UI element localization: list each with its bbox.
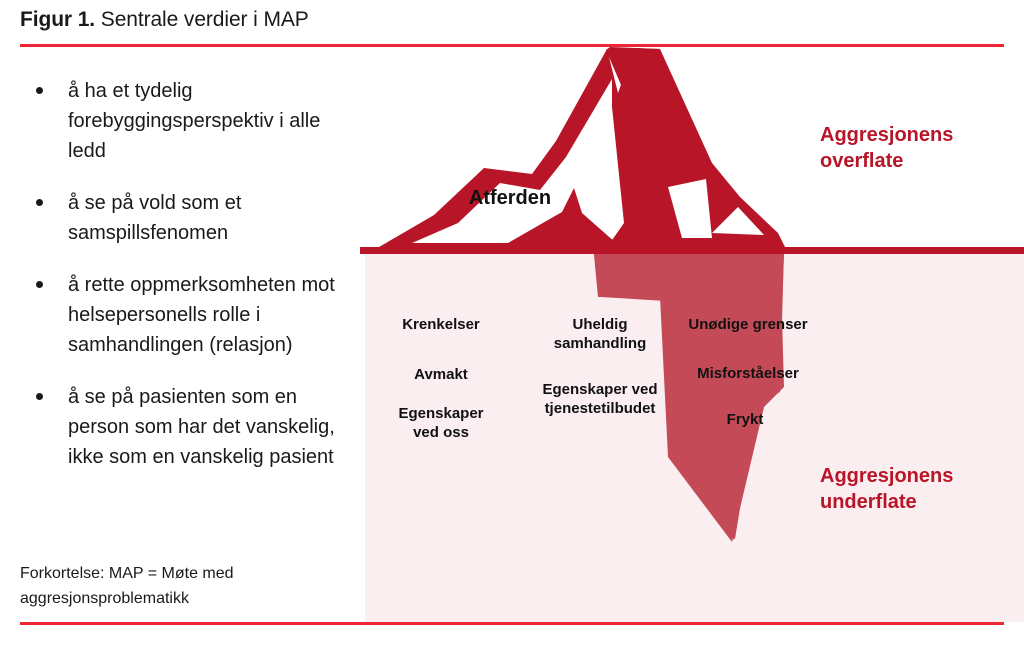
label-frykt: Frykt <box>726 411 764 428</box>
iceberg-graphic <box>379 47 785 542</box>
iceberg-tip-interior-right <box>712 207 764 235</box>
list-item-label: å rette oppmerksomheten mot helsepersone… <box>68 274 335 356</box>
label-uheldig-samhandling: Uheldig samhandling <box>553 316 647 352</box>
iceberg-underwater-final <box>448 173 784 540</box>
bullet-icon <box>36 281 43 288</box>
divider-top <box>20 44 1004 47</box>
iceberg-tip-interior-notch <box>668 179 712 238</box>
label-avmakt: Avmakt <box>414 366 468 383</box>
label-aggresjonens-underflate: Aggresjonens underflate <box>820 465 954 513</box>
figure-caption: Sentrale verdier i MAP <box>95 8 309 31</box>
bullet-icon <box>36 199 43 206</box>
label-egenskaper-ved-tjenestetilbudet: Egenskaper ved tjenestetilbudet <box>542 381 658 417</box>
list-item-label: å se på pasienten som en person som har … <box>68 386 335 468</box>
label-unodige-grenser: Unødige grenser <box>688 316 808 333</box>
list-item-label: å se på vold som et samspillsfenomen <box>68 192 242 244</box>
label-egenskaper-ved-oss: Egenskaper ved oss <box>398 405 484 441</box>
bullet-icon <box>36 393 43 400</box>
values-list: å ha et tydelig forebyggingsperspektiv i… <box>20 76 350 494</box>
footnote: Forkortelse: MAP = Møte med aggresjonspr… <box>20 565 234 607</box>
list-item: å se på pasienten som en person som har … <box>20 382 350 472</box>
list-item-label: å ha et tydelig forebyggingsperspektiv i… <box>68 80 321 162</box>
label-atferden: Atferden <box>468 187 552 209</box>
figure-number: Figur 1. <box>20 8 96 31</box>
iceberg-diagram <box>360 47 1024 622</box>
label-misforstaelser: Misforståelser <box>697 365 799 382</box>
list-item: å ha et tydelig forebyggingsperspektiv i… <box>20 76 350 166</box>
label-krenkelser: Krenkelser <box>402 316 480 333</box>
divider-bottom <box>20 622 1004 625</box>
list-item: å se på vold som et samspillsfenomen <box>20 188 350 248</box>
bullet-icon <box>36 87 43 94</box>
waterline <box>360 247 1024 254</box>
iceberg-tip-ridge-right <box>606 197 678 245</box>
page-title: Figur 1. Sentrale verdier i MAP <box>20 8 309 32</box>
list-item: å rette oppmerksomheten mot helsepersone… <box>20 270 350 360</box>
iceberg-tip-ridge <box>508 188 616 243</box>
label-aggresjonens-overflate: Aggresjonens overflate <box>820 124 954 172</box>
